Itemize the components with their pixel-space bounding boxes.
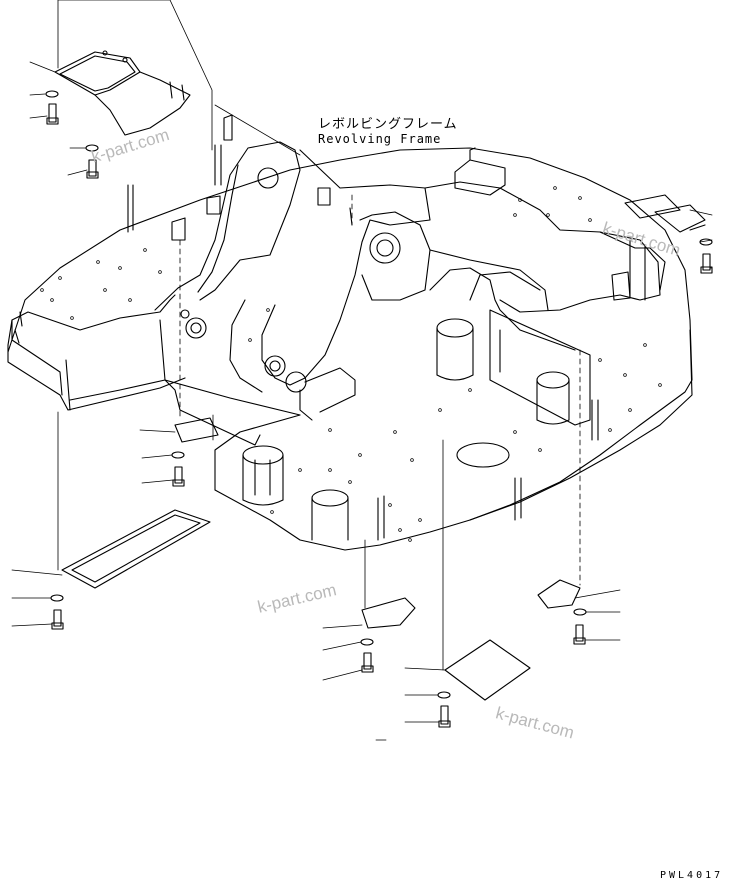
bolts-and-washers — [45, 90, 713, 728]
leader-lines — [11, 0, 713, 723]
right-rail-plate — [489, 309, 591, 426]
misc-details — [212, 414, 387, 741]
top-right-cover — [654, 204, 706, 233]
drawing-title-en: Revolving Frame — [318, 132, 442, 146]
top-left-cover — [54, 50, 191, 136]
boom-bracket-right — [261, 149, 431, 421]
deck-holes — [40, 186, 662, 542]
under-covers — [61, 194, 681, 701]
figure-code: PWL4017 — [660, 870, 724, 881]
drawing-title-jp: レボルビングフレーム — [318, 117, 458, 132]
frame-deck — [7, 147, 693, 551]
posts-and-pins — [127, 114, 599, 541]
dashed-alignment-lines — [179, 194, 581, 586]
rear-structure — [424, 147, 666, 351]
left-side-beam — [7, 294, 186, 411]
boom-bracket-left — [154, 141, 301, 446]
swivel-housings — [242, 318, 570, 541]
